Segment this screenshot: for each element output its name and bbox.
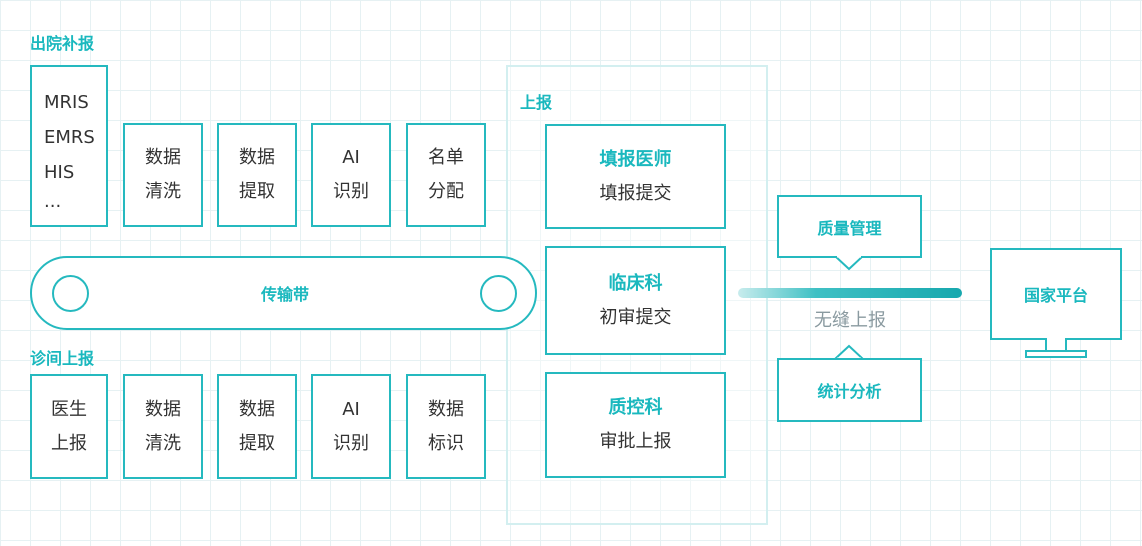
stats-pointer [834, 344, 864, 359]
discharge-step-ai: AI 识别 [311, 123, 391, 227]
step-line: 上报 [51, 432, 87, 454]
clinic-step-extract: 数据 提取 [217, 374, 297, 479]
step-line: 清洗 [145, 181, 181, 202]
step-line: 数据 [145, 147, 181, 168]
step-line: 数据 [145, 398, 181, 420]
step-line: AI [342, 147, 360, 168]
unit-quality-control: 质控科 审批上报 [545, 372, 726, 478]
report-title: 上报 [520, 93, 553, 112]
seamless-report-label: 无缝上报 [814, 310, 886, 331]
step-line: 提取 [239, 432, 275, 454]
clinic-step-doctor: 医生 上报 [30, 374, 108, 479]
source-item: HIS [44, 162, 75, 183]
unit-clinical-dept: 临床科 初审提交 [545, 246, 726, 355]
clinic-step-mark: 数据 标识 [406, 374, 486, 479]
seamless-report-line [738, 288, 962, 298]
conveyor-roller-right [480, 275, 517, 312]
source-item: ... [44, 191, 62, 212]
unit-name: 填报医师 [599, 148, 672, 170]
unit-action: 初审提交 [599, 306, 672, 328]
quality-management-box: 质量管理 [777, 195, 922, 258]
clinic-step-clean: 数据 清洗 [123, 374, 203, 479]
monitor-neck [1045, 338, 1067, 352]
discharge-title: 出院补报 [30, 34, 95, 53]
monitor-stand [1025, 350, 1087, 358]
step-line: 清洗 [145, 432, 181, 454]
step-line: AI [342, 398, 360, 420]
step-line: 识别 [333, 432, 369, 454]
step-line: 数据 [428, 398, 464, 420]
step-line: 分配 [428, 181, 464, 202]
source-item: MRIS [44, 92, 89, 113]
unit-name: 临床科 [608, 272, 663, 294]
step-line: 名单 [428, 147, 464, 168]
step-line: 医生 [51, 398, 87, 420]
step-line: 数据 [239, 147, 275, 168]
source-systems-box: MRIS EMRS HIS ... [30, 65, 108, 227]
unit-action: 填报提交 [599, 182, 672, 204]
step-line: 数据 [239, 398, 275, 420]
unit-reporting-doctor: 填报医师 填报提交 [545, 124, 726, 229]
conveyor-belt [30, 256, 537, 330]
step-line: 提取 [239, 181, 275, 202]
step-line: 标识 [428, 432, 464, 454]
discharge-step-extract: 数据 提取 [217, 123, 297, 227]
quality-pointer [834, 256, 864, 271]
discharge-step-clean: 数据 清洗 [123, 123, 203, 227]
clinic-title: 诊间上报 [30, 349, 95, 368]
clinic-step-ai: AI 识别 [311, 374, 391, 479]
discharge-step-assign: 名单 分配 [406, 123, 486, 227]
source-item: EMRS [44, 127, 95, 148]
conveyor-label: 传输带 [260, 285, 309, 304]
unit-action: 审批上报 [599, 431, 672, 452]
statistics-box: 统计分析 [777, 358, 922, 422]
unit-name: 质控科 [608, 397, 663, 418]
national-platform-monitor: 国家平台 [990, 248, 1122, 340]
conveyor-roller-left [52, 275, 89, 312]
step-line: 识别 [333, 181, 369, 202]
